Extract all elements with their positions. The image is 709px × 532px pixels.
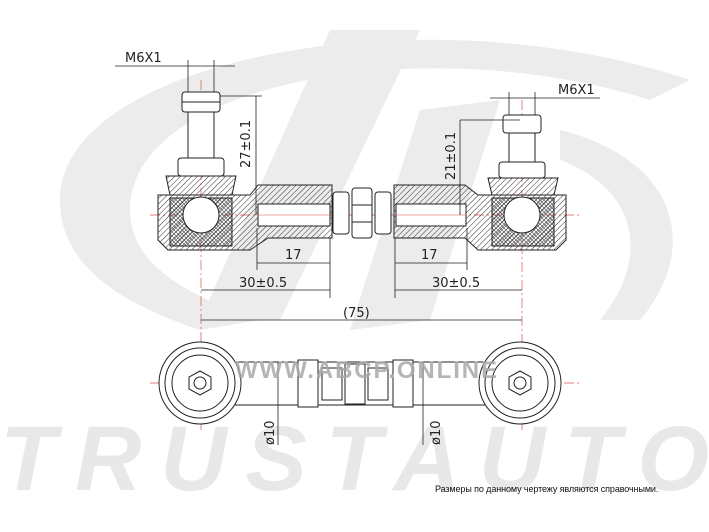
height-left-label: 27±0.1	[239, 120, 254, 168]
bottom-view	[158, 341, 562, 425]
dimension-lines	[115, 60, 600, 321]
height-right-label: 21±0.1	[444, 132, 459, 180]
dia-left-label: ø10	[263, 421, 278, 446]
dia-right-label: ø10	[429, 421, 444, 446]
diameter-dims	[277, 362, 424, 445]
top-view	[157, 91, 567, 251]
site-watermark: WWW.ABCP.ONLINE	[235, 357, 497, 384]
thread-len-left-label: 17	[285, 248, 302, 263]
end-right-label: 30±0.5	[432, 276, 480, 291]
brand-watermark: TRUSTAUTO	[0, 408, 709, 510]
reference-note: Размеры по данному чертежу являются спра…	[435, 484, 659, 494]
end-left-label: 30±0.5	[239, 276, 287, 291]
logo-watermark: TRUSTAUTO	[0, 30, 709, 510]
thread-len-right-label: 17	[421, 248, 438, 263]
thread-left-label: M6X1	[125, 51, 162, 66]
total-length-label: (75)	[343, 306, 370, 321]
thread-right-label: M6X1	[558, 83, 595, 98]
